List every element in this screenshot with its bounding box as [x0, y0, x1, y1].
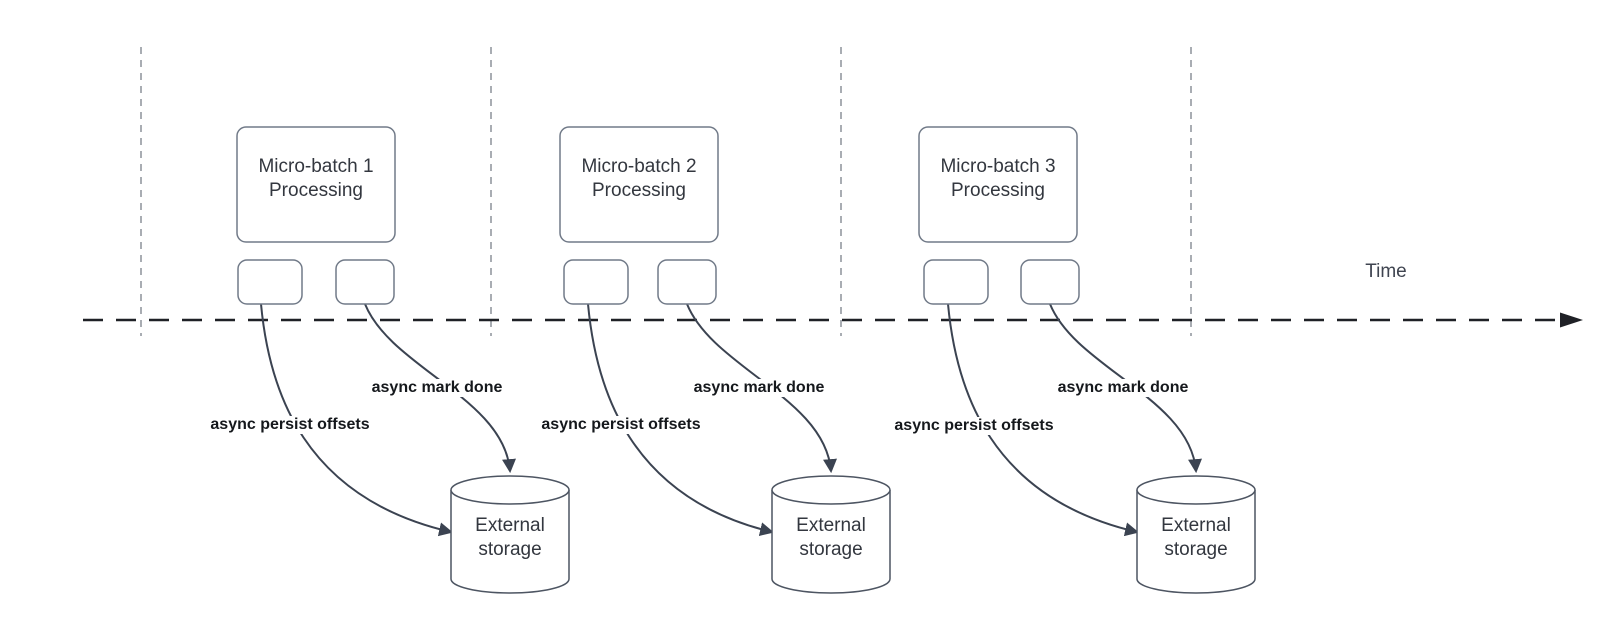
micro-batch-2-label: Micro-batch 2 Processing — [581, 156, 697, 201]
time-axis-label: Time — [1365, 261, 1407, 282]
persist-offsets-arrow-1 — [260, 303, 454, 537]
mark-done-task-box-1 — [335, 259, 395, 305]
persist-offsets-arrow-2 — [587, 303, 775, 537]
offset-task-box-3 — [923, 259, 989, 305]
async-persist-offsets-3-label: async persist offsets — [891, 417, 1057, 435]
micro-batch-3-label: Micro-batch 3 Processing — [940, 156, 1056, 201]
offset-task-box-2 — [563, 259, 629, 305]
micro-batch-2-box — [559, 126, 719, 243]
micro-batch-1-label: Micro-batch 1 Processing — [258, 156, 374, 201]
persist-offsets-arrow-3 — [947, 303, 1140, 537]
time-axis-arrowhead — [1560, 312, 1583, 328]
micro-batch-3-box — [918, 126, 1078, 243]
external-storage-cylinder-3 — [1136, 475, 1256, 594]
micro-batch-1-box — [236, 126, 396, 243]
external-storage-1-label: External storage — [475, 515, 545, 560]
external-storage-3-label: External storage — [1161, 515, 1231, 560]
external-storage-cylinder-1 — [450, 475, 570, 594]
offset-task-box-1 — [237, 259, 303, 305]
mark-done-task-box-3 — [1020, 259, 1080, 305]
async-persist-offsets-1-label: async persist offsets — [207, 416, 373, 434]
async-persist-offsets-2-label: async persist offsets — [538, 416, 704, 434]
async-mark-done-2-label: async mark done — [690, 379, 828, 397]
async-mark-done-3-label: async mark done — [1054, 379, 1192, 397]
async-mark-done-1-label: async mark done — [368, 379, 506, 397]
external-storage-2-label: External storage — [796, 515, 866, 560]
mark-done-task-box-2 — [657, 259, 717, 305]
external-storage-cylinder-2 — [771, 475, 891, 594]
